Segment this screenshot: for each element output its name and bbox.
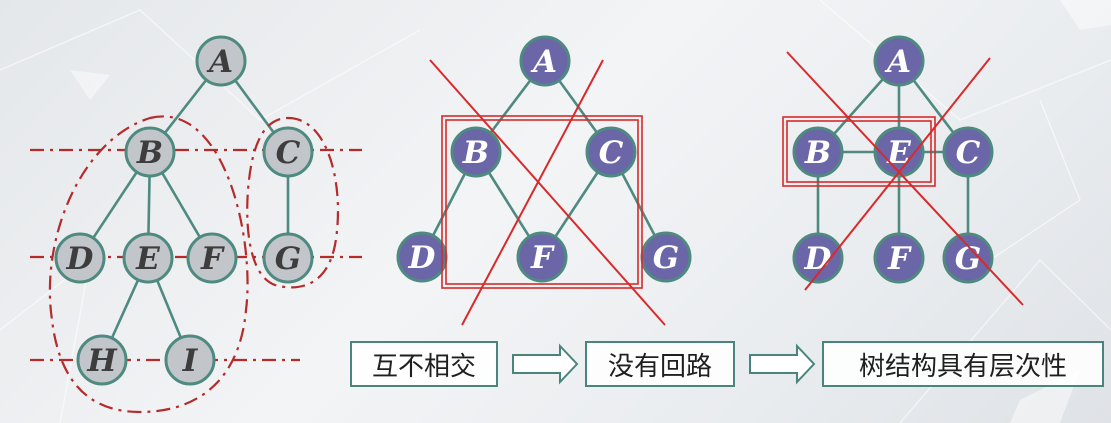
node-circle [873,35,925,87]
cross-cross-mark [786,51,1024,306]
node-label: E [135,241,160,277]
node-a: A [873,35,925,87]
node-f: F [186,232,238,284]
node-d: D [792,232,844,284]
node-c: C [585,126,637,178]
node-label: H [86,343,118,379]
node-circle [186,232,238,284]
node-circle [516,231,568,283]
node-label: A [884,44,911,80]
node-f: F [516,231,568,283]
node-e: E [122,232,174,284]
node-c: C [262,126,314,178]
node-g: G [640,231,692,283]
tree-nodes: A B C D E F G H I [54,35,314,386]
node-label: G [275,241,301,277]
node-circle [262,232,314,284]
cycle-cross-mark [429,59,666,326]
node-label: D [804,241,832,277]
node-label: C [276,135,301,171]
node-circle [873,232,925,284]
node-label: F [200,241,225,277]
arrow-right-icon [749,343,816,385]
node-h: H [76,334,128,386]
node-circle [122,232,174,284]
node-circle [585,126,637,178]
node-circle [873,126,925,178]
flow-step-label: 互不相交 [371,351,476,382]
node-circle [124,126,176,178]
node-circle [195,35,247,87]
node-g: G [262,232,314,284]
node-c: C [942,126,994,178]
arrow-right-icon [512,343,579,385]
node-label: E [886,135,911,171]
node-label: C [599,135,624,171]
flow-step-label: 树结构具有层次性 [858,351,1067,382]
node-label: B [136,135,163,171]
node-label: D [408,240,436,276]
cycle-highlight-box [441,115,643,289]
node-d: D [396,231,448,283]
node-circle [262,126,314,178]
cycle-graph-nodes: A B C D F G [396,35,692,283]
node-circle [54,232,106,284]
node-g: G [942,232,994,284]
node-label: B [804,135,831,171]
node-label: A [206,44,233,80]
node-circle [76,334,128,386]
node-e: E [873,126,925,178]
tree-edges [78,60,290,361]
node-label: F [887,241,912,277]
node-label: F [530,240,555,276]
node-a: A [195,35,247,87]
node-b: B [792,126,844,178]
node-b: B [450,126,502,178]
flow-step-hierarchy: 树结构具有层次性 [822,341,1104,387]
node-d: D [54,232,106,284]
node-label: G [653,240,679,276]
node-i: I [164,334,216,386]
node-f: F [873,232,925,284]
flow-step-disjoint: 互不相交 [350,341,498,387]
node-circle [450,126,502,178]
node-circle [519,35,571,87]
node-label: B [462,135,489,171]
node-label: A [530,44,557,80]
node-label: D [66,241,94,277]
flow-step-label: 没有回路 [607,351,712,382]
node-circle [792,126,844,178]
cross-highlight-box [782,116,936,187]
node-b: B [124,126,176,178]
node-a: A [519,35,571,87]
node-circle [164,334,216,386]
node-label: I [182,343,199,379]
node-label: C [956,135,981,171]
node-circle [792,232,844,284]
node-circle [942,232,994,284]
node-circle [942,126,994,178]
subtree-b-boundary [48,115,249,414]
flow-step-no-cycle: 没有回路 [585,341,735,387]
